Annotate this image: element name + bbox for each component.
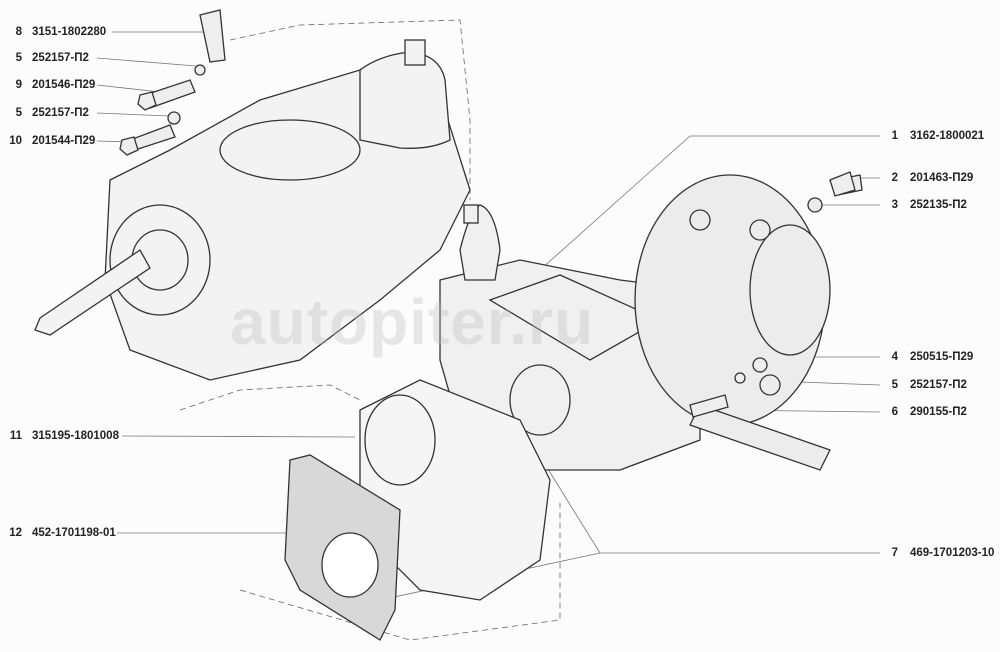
part-number: 452-1701198-01: [32, 527, 116, 539]
callout-number: 9: [15, 79, 22, 91]
part-number: 252157-П2: [910, 379, 967, 391]
part-number: 315195-1801008: [32, 430, 119, 442]
gearbox-housing: [34, 39, 471, 381]
callout-number: 2: [891, 172, 898, 184]
part-number: 201463-П29: [910, 172, 974, 184]
part-number: 201544-П29: [32, 135, 96, 147]
callout-number: 3: [891, 199, 898, 211]
part-number: 252135-П2: [910, 199, 967, 211]
callout-number: 11: [9, 430, 22, 442]
callout-number: 10: [9, 135, 22, 147]
adapter-plate: [359, 379, 551, 601]
callout-number: 5: [15, 52, 22, 64]
part-number: 201546-П29: [32, 79, 96, 91]
callout-number: 6: [891, 406, 898, 418]
part-number: 290155-П2: [910, 406, 967, 418]
watermark: autopiter.ru: [230, 286, 595, 358]
part-number: 3151-1802280: [32, 26, 107, 38]
part-number: 3162-1800021: [910, 130, 985, 142]
fasteners: [119, 9, 856, 418]
part-number: 250515-П29: [910, 351, 974, 363]
part-number: 252157-П2: [32, 52, 89, 64]
callout-number: 4: [891, 351, 898, 363]
part-number: 252157-П2: [32, 107, 89, 119]
callout-number: 7: [891, 547, 898, 559]
part-number: 469-1701203-10: [910, 547, 995, 559]
callout-number: 12: [9, 527, 22, 539]
callout-number: 1: [891, 130, 898, 142]
callout-number: 8: [15, 26, 22, 38]
gasket: [284, 454, 401, 641]
callout-number: 5: [15, 107, 22, 119]
clutch-housing: [634, 174, 863, 471]
callout-number: 5: [891, 379, 898, 391]
